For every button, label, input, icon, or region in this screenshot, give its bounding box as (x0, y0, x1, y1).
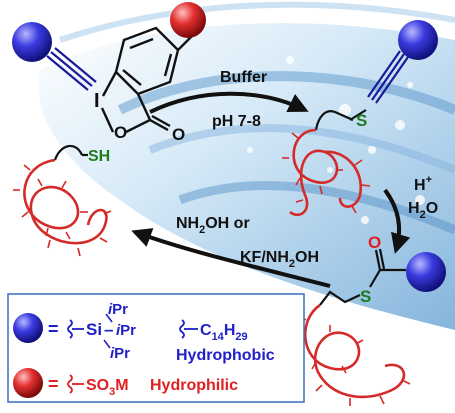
iodine-label: I (94, 90, 100, 112)
peptide-ribbon-1 (23, 158, 108, 245)
legend-ipr-bottom: iPr (110, 345, 130, 362)
arrow-labels: Buffer pH 7-8 H+ H2O NH2OH or KF/NH2OH (176, 69, 438, 270)
blue-sphere-thioester (406, 252, 446, 292)
thiol-label: SH (88, 148, 110, 165)
step1-label-line1: Buffer (220, 69, 267, 86)
arrow-step-2 (383, 188, 411, 254)
legend-alkyl-chain: C14H29 (200, 322, 248, 343)
step2-water: H2O (408, 200, 438, 221)
legend-wavy-bond-3 (67, 374, 73, 394)
legend-dash: – (104, 320, 113, 339)
legend-hydrophilic: Hydrophilic (150, 377, 238, 394)
thioester-sulfur-label: S (360, 287, 371, 306)
thioester-oxygen-label: O (368, 233, 381, 252)
alkyne-bond (46, 47, 97, 91)
peptide-ribbon-1-ticks (13, 164, 112, 257)
alkyne-bond-product (367, 50, 409, 104)
blue-sphere-reagent (12, 22, 52, 62)
legend-red-sphere (13, 368, 43, 398)
step2-proton: H+ (414, 174, 432, 194)
legend-hydrophobic: Hydrophobic (176, 347, 275, 364)
legend-frame (7, 293, 305, 403)
reaction-arrows (131, 91, 411, 288)
peptide-ribbon-3 (304, 303, 406, 399)
peptide-ribbon-2 (289, 128, 363, 217)
legend-wavy-bond-2 (179, 319, 185, 339)
step3-label-line2: KF/NH2OH (240, 249, 319, 270)
peptide-thiol: SH (13, 144, 112, 257)
legend-ipr-top: iPr (108, 301, 128, 318)
legend: = Si iPr – iPr iPr C14H29 Hydrophobic = … (7, 293, 305, 403)
peptide-thioalkyne: S (282, 20, 438, 217)
step1-label-line2: pH 7-8 (212, 113, 261, 130)
peptide-thioester: O S (294, 233, 446, 406)
blue-sphere-product (398, 20, 438, 60)
peptide-ribbon-3-ticks (294, 315, 411, 406)
thioether-sulfur-label: S (356, 111, 367, 130)
legend-eq-red: = (48, 374, 59, 394)
reagent-molecule: I O O (12, 2, 206, 144)
red-sphere-reagent (170, 2, 206, 38)
legend-eq-blue: = (48, 319, 59, 339)
step3-label-line1: NH2OH or (176, 215, 250, 236)
legend-sulfonate: SO3M (86, 377, 129, 398)
arrow-step-3 (131, 228, 331, 288)
iodine-bonds (100, 71, 171, 134)
legend-ipr-middle: iPr (116, 322, 136, 339)
legend-blue-sphere (13, 313, 43, 343)
arrow-step-1 (149, 91, 309, 114)
legend-si: Si (86, 320, 102, 339)
peptide-ribbon-2-ticks (282, 132, 371, 214)
carbonyl-oxygen-label: O (172, 125, 185, 144)
ester-oxygen-label: O (114, 123, 127, 142)
legend-wavy-bond-1 (67, 319, 73, 339)
